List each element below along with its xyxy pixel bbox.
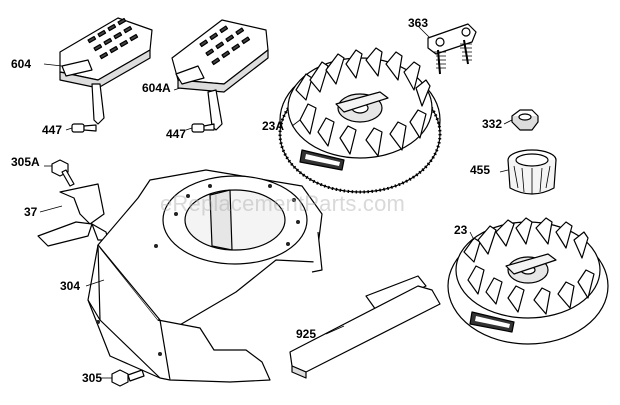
callout-37: 37 bbox=[24, 205, 38, 219]
callout-332: 332 bbox=[482, 117, 503, 131]
callout-604a: 604A bbox=[142, 81, 171, 95]
callout-304: 304 bbox=[60, 279, 81, 293]
callout-455: 455 bbox=[470, 163, 491, 177]
callout-305a: 305A bbox=[11, 155, 40, 169]
flywheel-23 bbox=[447, 217, 609, 345]
callout-305: 305 bbox=[82, 371, 103, 385]
screw-447-right bbox=[191, 123, 215, 133]
air-guide-925 bbox=[289, 275, 441, 379]
watermark: eReplacementParts.com bbox=[160, 191, 406, 216]
callout-23a: 23A bbox=[262, 119, 285, 133]
callout-363: 363 bbox=[408, 16, 429, 30]
callout-447-right: 447 bbox=[166, 127, 187, 141]
blower-housing-304 bbox=[87, 169, 323, 383]
air-vane-37 bbox=[37, 183, 109, 247]
screw-305a bbox=[51, 159, 75, 187]
callout-23: 23 bbox=[454, 223, 468, 237]
nut-332 bbox=[511, 109, 539, 131]
callout-604: 604 bbox=[11, 57, 32, 71]
cup-455 bbox=[507, 149, 557, 195]
air-guide-604 bbox=[59, 17, 153, 125]
flywheel-23a bbox=[278, 47, 442, 194]
air-guide-604a bbox=[171, 19, 269, 131]
screw-305 bbox=[111, 369, 145, 387]
screw-447-left bbox=[71, 123, 97, 133]
callout-447-left: 447 bbox=[42, 123, 63, 137]
bracket-363 bbox=[427, 23, 477, 75]
callout-925: 925 bbox=[296, 327, 317, 341]
leader-lines bbox=[39, 25, 513, 379]
